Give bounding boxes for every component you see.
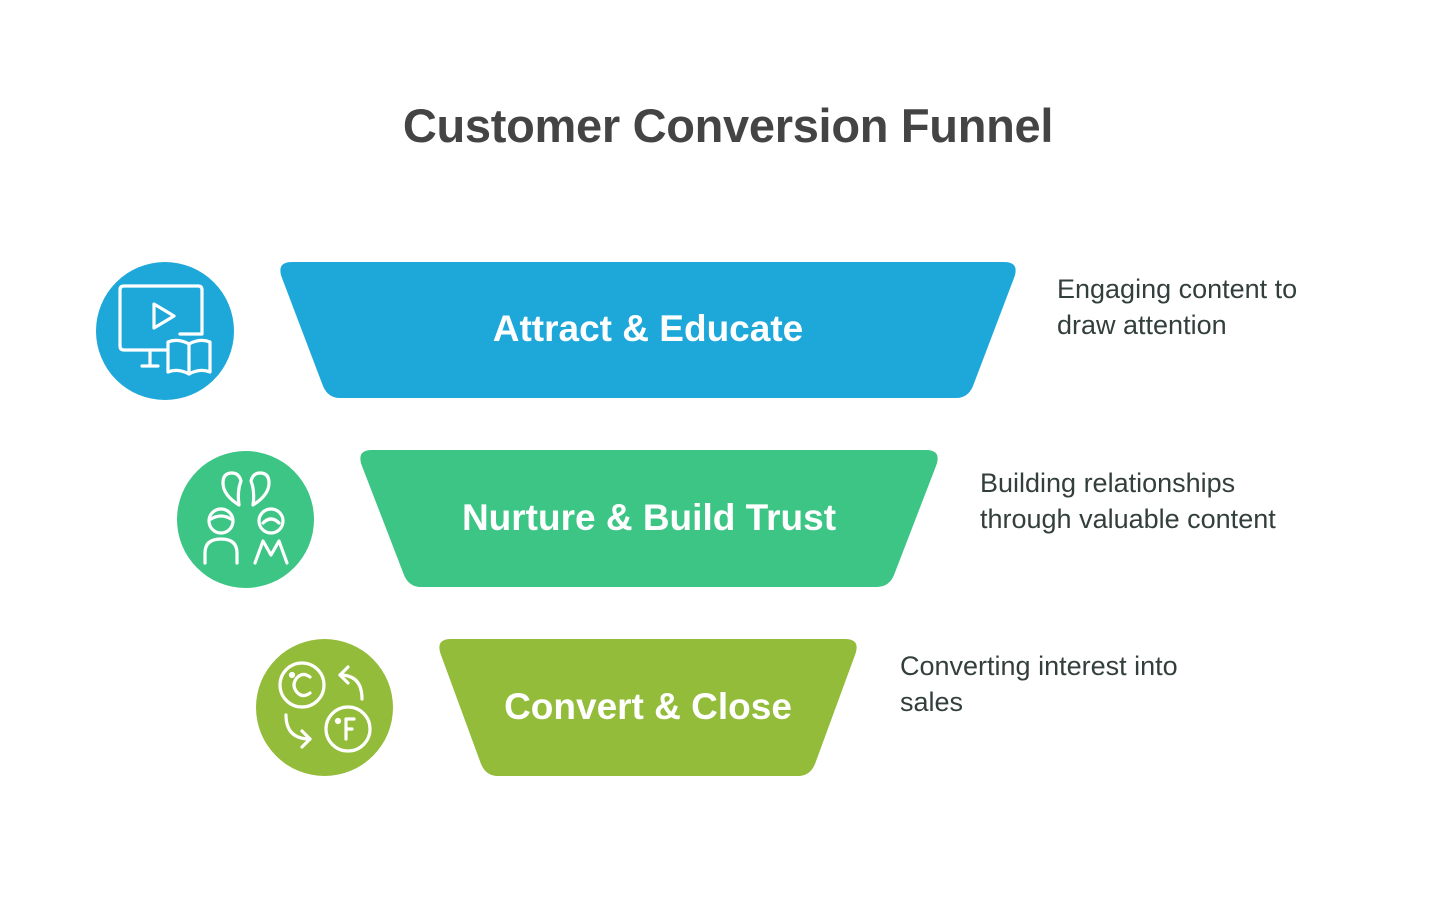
stage-2-label: Nurture & Build Trust [461,497,837,538]
funnel-stage-3-shape [439,639,857,776]
stage-1-description: Engaging content to draw attention [1057,274,1298,340]
stage-2-description: Building relationships through valuable … [980,468,1276,534]
stage-1-label: Attract & Educate [492,308,804,349]
stage-3-label: Convert & Close [504,686,792,727]
stage-2-icon-circle [177,451,314,588]
currency-exchange-icon [278,661,372,753]
stage-3-icon-circle [256,639,393,776]
video-book-icon [118,284,212,376]
funnel-stage-1-shape [280,262,1016,398]
funnel-stage-2-shape [360,450,938,587]
people-relationship-icon [203,471,289,565]
diagram-title: Customer Conversion Funnel [402,99,1054,152]
stage-3-description: Converting interest into sales [900,651,1178,717]
stage-1-icon-circle [96,262,234,400]
